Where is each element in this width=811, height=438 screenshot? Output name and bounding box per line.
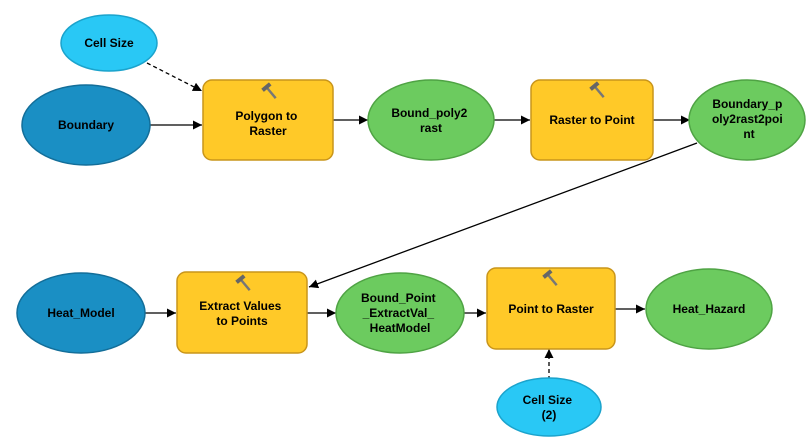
raster-to-point-label-line-1: Raster to Point [549,113,634,127]
extract-values-to-points-tool-node[interactable]: Extract Values to Points [176,271,308,354]
raster-to-point-label: Raster to Point [549,113,634,127]
boundary-label: Boundary [58,118,114,132]
hammer-icon [542,269,558,286]
heat-model-input-node[interactable]: Heat_Model [16,272,146,354]
bound-point-extractval-heatmodel-label-line-1: Bound_Point [361,291,436,305]
bound-point-extractval-heatmodel-label-line-3: HeatModel [370,321,431,335]
cell-size-parameter-node[interactable]: Cell Size [60,14,158,72]
boundary-input-node[interactable]: Boundary [21,84,151,166]
hammer-icon [235,274,251,291]
hammer-icon [261,82,277,99]
hammer-icon [589,81,605,98]
polygon-to-raster-label-line-2: Raster [249,124,287,138]
bound-point-extractval-heatmodel-output-node[interactable]: Bound_Point _ExtractVal_ HeatModel [335,272,465,354]
cell-size-label: Cell Size [84,36,134,50]
extract-values-to-points-label-line-2: to Points [216,314,268,328]
bound-point-extractval-heatmodel-label: Bound_Point _ExtractVal_ HeatModel [361,291,439,335]
point-to-raster-label: Point to Raster [508,302,594,316]
connector-cellsize-to-polygon-to-raster [146,62,203,92]
bound-poly2rast-output-node[interactable]: Bound_poly2 rast [367,79,495,161]
heat-hazard-label: Heat_Hazard [673,302,746,316]
connector-boundary-poly2rast2point-to-extract-values [308,142,698,289]
boundary-poly2rast2point-output-node[interactable]: Boundary_p oly2rast2poi nt [688,79,806,161]
polygon-to-raster-label: Polygon to Raster [235,109,300,138]
polygon-to-raster-label-line-1: Polygon to [235,109,297,123]
bound-poly2rast-label-line-2: rast [420,121,442,135]
bound-poly2rast-label-line-1: Bound_poly2 [391,106,467,120]
point-to-raster-label-line-1: Point to Raster [508,302,594,316]
cell-size-2-label-line-1: Cell Size [523,393,573,407]
extract-values-to-points-label-line-1: Extract Values [199,299,281,313]
boundary-poly2rast2point-label-line-1: Boundary_p [712,97,782,111]
heat-model-label: Heat_Model [47,306,114,320]
cell-size-2-label-line-2: (2) [542,408,557,422]
cell-size-2-parameter-node[interactable]: Cell Size (2) [496,377,602,437]
extract-values-to-points-label: Extract Values to Points [199,299,284,328]
bound-point-extractval-heatmodel-label-line-2: _ExtractVal_ [362,306,435,320]
polygon-to-raster-tool-node[interactable]: Polygon to Raster [202,79,334,161]
boundary-poly2rast2point-label: Boundary_p oly2rast2poi nt [712,97,786,141]
connectors [145,62,698,380]
cell-size-label-line-1: Cell Size [84,36,134,50]
boundary-poly2rast2point-label-line-3: nt [743,127,754,141]
heat-model-label-line-1: Heat_Model [47,306,114,320]
bound-poly2rast-label: Bound_poly2 rast [391,106,470,135]
boundary-poly2rast2point-label-line-2: oly2rast2poi [712,112,783,126]
cell-size-2-label: Cell Size (2) [523,393,576,422]
heat-hazard-label-line-1: Heat_Hazard [673,302,746,316]
raster-to-point-tool-node[interactable]: Raster to Point [530,79,654,161]
point-to-raster-tool-node[interactable]: Point to Raster [486,267,616,350]
boundary-label-line-1: Boundary [58,118,114,132]
heat-hazard-output-node[interactable]: Heat_Hazard [645,268,773,350]
